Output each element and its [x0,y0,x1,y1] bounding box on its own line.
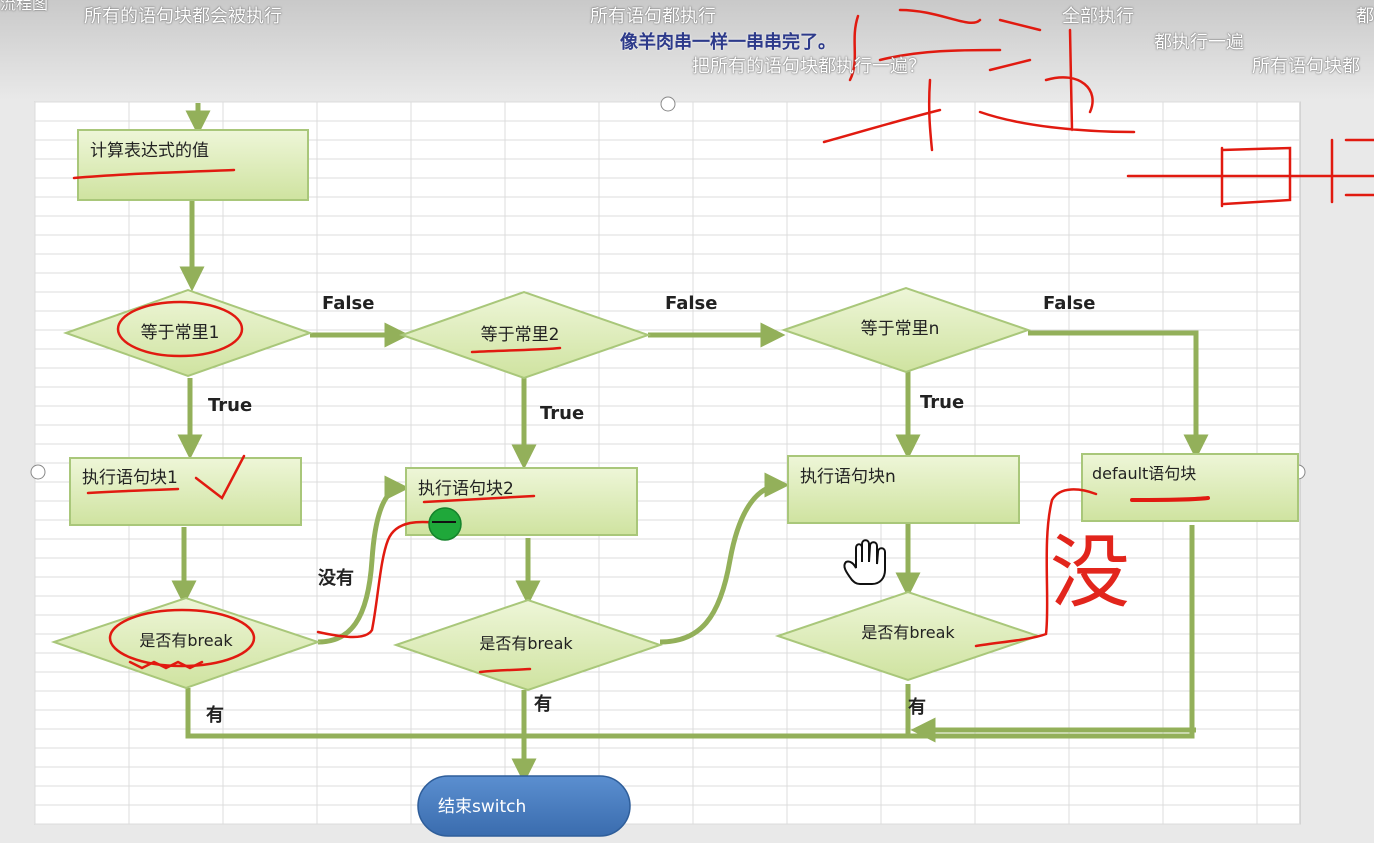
condition-2: 等于常里2 [398,290,652,380]
circle-condition-1 [116,300,244,358]
block-n: 执行语句块n [787,455,1020,524]
condition-n: 等于常里n [780,286,1032,374]
break-check-1-label: 是否有break [139,631,233,650]
danmaku-1: 所有的语句块都会被执行 [84,6,282,27]
condition-n-label: 等于常里n [861,319,940,339]
scribble-right-edge [1330,138,1374,204]
default-block-label: default语句块 [1092,464,1196,483]
danmaku-4: 都 [1356,6,1374,27]
break-check-2: 是否有break [392,598,664,692]
end-label: 结束switch [438,797,526,817]
wave-break-1 [128,660,204,670]
underline-block-2 [422,494,536,504]
video-top-band [0,0,1374,100]
true-label-n: True [920,392,964,413]
danmaku-3: 全部执行 [1062,6,1134,27]
danmaku-2: 所有语句都执行 [590,6,716,27]
underline-condition-2 [470,346,562,354]
underline-block-1 [86,487,180,495]
start-label: 计算表达式的值 [90,141,209,161]
scribble-top-right-1 [822,8,1002,152]
red-annotations [72,8,1374,674]
arrow-break2-no-to-blockn [659,472,790,645]
start-box: 计算表达式的值 [77,129,309,201]
underline-default [1130,496,1210,502]
handwritten-penetrate: 穿透 [930,90,950,103]
end-terminal: 结束switch [417,775,631,837]
resize-handle-top[interactable] [660,96,676,112]
resize-handle-left[interactable] [30,464,46,480]
circle-break-1 [108,608,256,668]
block-1-label: 执行语句块1 [82,468,178,488]
true-label-2: True [540,403,584,424]
yes-label-2: 有 [534,693,552,715]
edge-labels: False False False True True True 没有 有 有 … [206,293,1095,726]
condition-2-label: 等于常里2 [481,325,560,345]
danmaku-7: 把所有的语句块都执行一遍？ [692,56,926,77]
false-label-n: False [1043,293,1095,314]
break-check-n-label: 是否有break [861,623,955,642]
arrow-yes-bus [185,525,1195,739]
block-n-label: 执行语句块n [800,467,896,487]
scribble-top-right-2 [978,18,1136,134]
danmaku-8: 所有语句块都 [1252,56,1360,77]
arrow-condn-false-to-default [1028,330,1209,460]
scribble-box-right [1220,146,1292,208]
hand-cursor-icon [843,539,886,585]
path-trace-no-break [316,520,448,639]
yes-label-1: 有 [206,704,224,726]
underline-start [72,168,236,180]
handwritten-no: 没 [1050,526,1130,619]
pen-cursor-dot [428,507,462,541]
default-block: default语句块 [1081,453,1299,522]
danmaku-5: 像羊肉串一样一串串完了。 [620,32,836,53]
condition-1-label: 等于常里1 [141,323,220,343]
checkmark-block-1 [194,454,246,500]
no-label: 没有 [318,567,354,589]
false-label-1: False [322,293,374,314]
block-2-label: 执行语句块2 [418,479,514,499]
path-trace-fallthrough [974,488,1098,648]
break-check-1: 是否有break [50,596,322,690]
condition-1: 等于常里1 [62,288,314,378]
danmaku-6: 都执行一遍 [1154,32,1244,53]
false-label-2: False [665,293,717,314]
corner-title-fragment: 流程图 [0,0,49,13]
yes-label-n: 有 [908,696,926,718]
break-check-n: 是否有break [774,590,1042,682]
true-label-1: True [208,395,252,416]
underline-break-2 [478,667,532,674]
break-check-2-label: 是否有break [479,634,573,653]
